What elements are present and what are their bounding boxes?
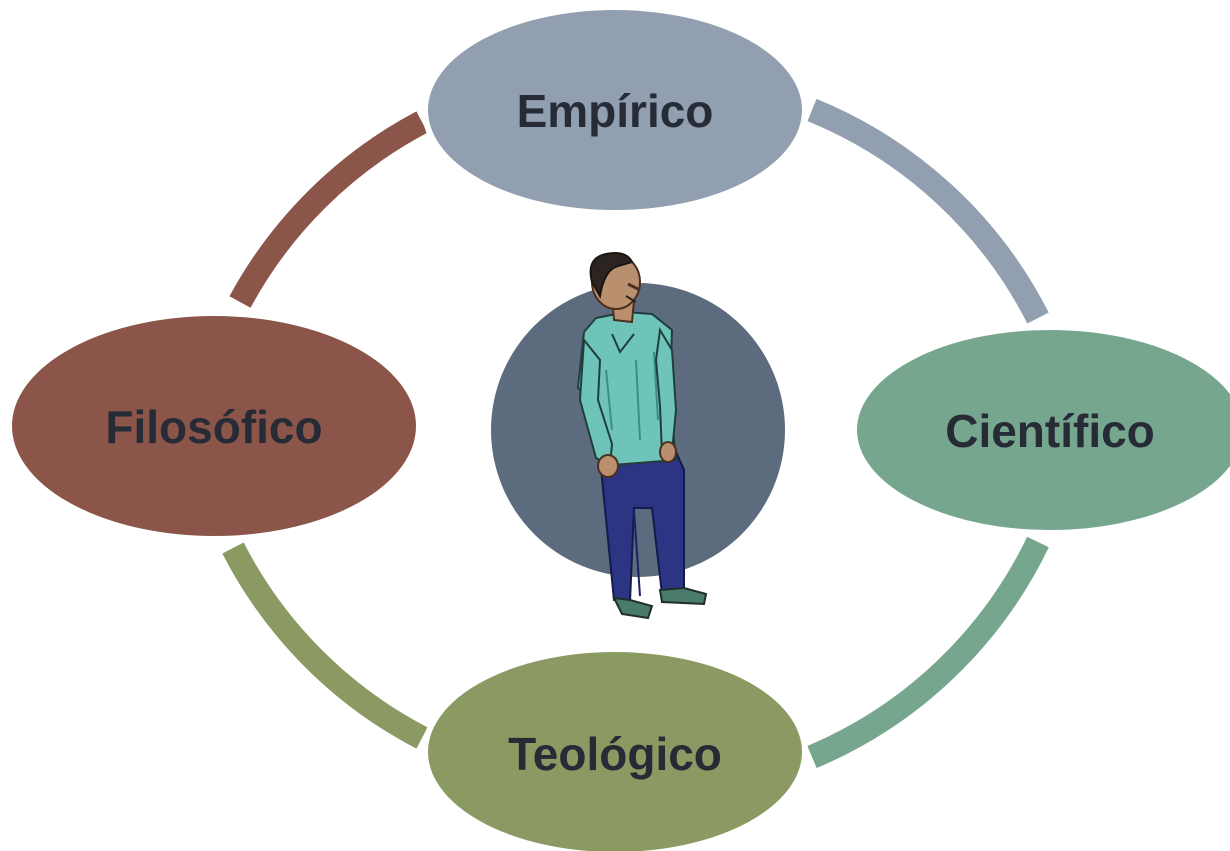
node-empirico: Empírico [422,4,808,216]
node-filosofico-shape [6,310,422,542]
node-cientifico: Científico [851,324,1230,536]
node-filosofico-label: Filosófico [105,401,322,453]
node-cientifico-label: Científico [945,405,1155,457]
node-teologico-shape [422,646,808,851]
arc-left-top [229,111,428,308]
node-empirico-shape [422,4,808,216]
node-teologico: Teológico [422,646,808,851]
node-cientifico-shape [851,324,1230,536]
arc-top-right [807,98,1049,324]
node-empirico-label: Empírico [517,85,714,137]
person-looking-up-figure [576,252,708,620]
arc-right-bottom [807,536,1049,769]
node-filosofico: Filosófico [6,310,422,542]
node-teologico-label: Teológico [508,728,722,780]
arc-bottom-left [222,542,428,749]
